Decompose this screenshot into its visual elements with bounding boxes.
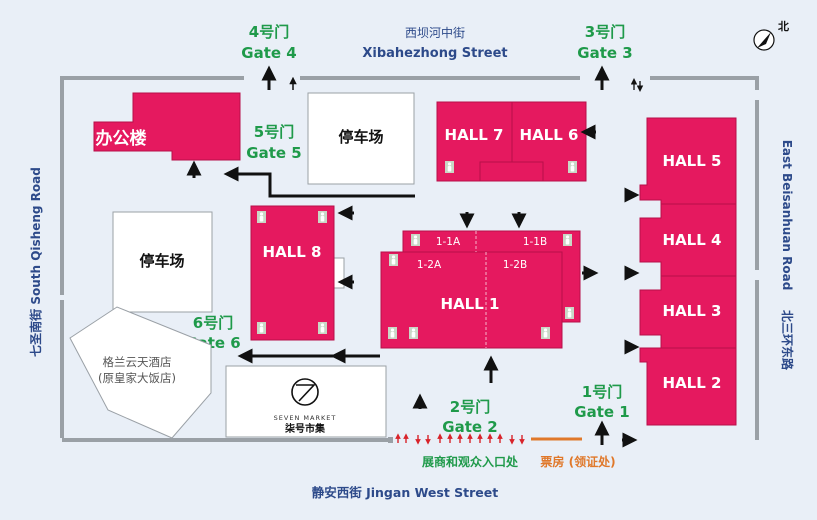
restroom-icon [389,254,398,266]
market-en-label: SEVEN MARKET [274,414,337,422]
restroom-icon [445,161,454,173]
gate6-label-cn: 6号门 [193,314,233,332]
gate1-label-en: Gate 1 [574,403,629,421]
street-east-cn: 北三环东路 [780,310,795,371]
hall2-label: HALL 2 [663,374,722,392]
gate2-label-cn: 2号门 [450,398,490,416]
zone-1-1a-label: 1-1A [436,236,461,248]
gate5-label-cn: 5号门 [254,123,294,141]
parking-west: 停车场 [112,211,213,313]
restroom-icon [318,322,327,334]
restroom-icon [411,234,420,246]
restroom-icon [257,322,266,334]
gate3-label-cn: 3号门 [585,23,625,41]
restroom-icon [388,327,397,339]
street-south: 静安西街 Jingan West Street [312,485,499,500]
hall7-label: HALL 7 [445,126,504,144]
parking-north: 停车场 [307,92,415,185]
hall3-label: HALL 3 [663,302,722,320]
hall-8: HALL 8 [250,205,345,341]
street-west: 七圣南街 South Qisheng Road [28,167,43,357]
hall5-label: HALL 5 [663,152,722,170]
hall1-label: HALL 1 [441,295,500,313]
zone-1-1b-label: 1-1B [523,236,547,248]
north-arrow-icon: 北 [753,19,789,51]
street-north-en: Xibahezhong Street [362,46,507,61]
restroom-icon [563,234,572,246]
restroom-icon [409,327,418,339]
hotel-label-1: 格兰云天酒店 [103,355,172,369]
ticket-office-label: 票房 (领证处) [540,454,615,469]
office-building: 办公楼 [93,92,241,161]
hall-1: 1-1A 1-1B 1-2A 1-2B HALL 1 [380,230,581,349]
zone-1-2a-label: 1-2A [417,259,442,271]
street-east-en: East Beisanhuan Road [780,140,794,291]
hall-4: HALL 4 [639,203,737,277]
gate5-label-en: Gate 5 [246,144,301,162]
seven-market-logo [291,378,319,406]
seven-market: SEVEN MARKET 柒号市集 [225,365,387,438]
gate2-label-en: Gate 2 [442,418,497,436]
parking-north-label: 停车场 [338,128,383,146]
compass-label: 北 [778,19,789,33]
hotel-building: 格兰云天酒店 (原皇家大饭店) [69,306,212,439]
restroom-icon [565,307,574,319]
zone-1-2b-label: 1-2B [503,259,527,271]
hall6-label: HALL 6 [520,126,579,144]
hall-7-6: HALL 7 HALL 6 [436,101,587,182]
exhibitor-entry-label: 展商和观众入口处 [422,454,519,469]
hall-5: HALL 5 [639,117,737,205]
perimeter-wall [60,76,759,442]
restroom-icon [541,327,550,339]
restroom-icon [568,161,577,173]
hall8-label: HALL 8 [263,243,322,261]
parking-west-label: 停车场 [139,252,184,270]
gate4-label-en: Gate 4 [241,44,296,62]
gate1-label-cn: 1号门 [582,383,622,401]
walking-route-arrows [186,65,644,448]
gate4-label-cn: 4号门 [249,23,289,41]
hall-2: HALL 2 [639,347,737,426]
office-label: 办公楼 [96,128,147,149]
hotel-label-2: (原皇家大饭店) [98,371,176,385]
entrance-arrows [395,433,525,445]
restroom-icon [318,211,327,223]
restroom-icon [257,211,266,223]
market-cn-label: 柒号市集 [284,422,326,435]
gate3-label-en: Gate 3 [577,44,632,62]
hall-3: HALL 3 [639,275,737,349]
hall4-label: HALL 4 [663,231,722,249]
street-north-cn: 西坝河中街 [405,25,465,40]
